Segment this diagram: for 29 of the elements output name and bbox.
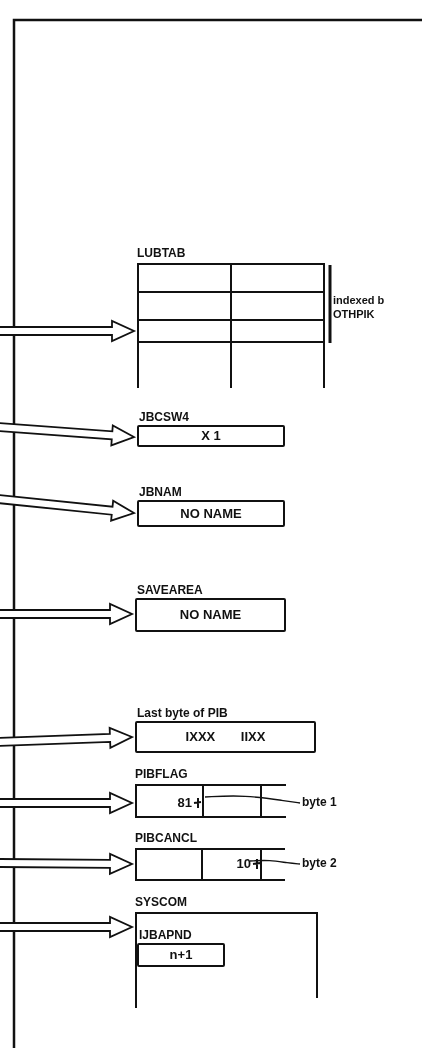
field-name: SAVEAREA bbox=[137, 583, 203, 597]
field-value: IXXX IIXX bbox=[184, 729, 267, 745]
leader-line bbox=[204, 795, 301, 804]
field-value: NO NAME bbox=[179, 505, 243, 522]
hollow-arrow bbox=[0, 494, 137, 522]
field-name: IJBAPND bbox=[139, 928, 192, 942]
index-note: indexed b OTHPIK bbox=[333, 293, 386, 321]
hollow-arrow bbox=[0, 915, 135, 939]
hollow-arrow bbox=[0, 602, 135, 626]
hollow-arrow bbox=[0, 319, 137, 343]
field-name: SYSCOM bbox=[135, 895, 187, 909]
field-name: JBCSW4 bbox=[139, 410, 189, 424]
field-name: Last byte of PIB bbox=[137, 706, 228, 720]
byte-label: byte 2 bbox=[302, 856, 337, 870]
hollow-arrow bbox=[0, 852, 135, 876]
field-name: JBNAM bbox=[139, 485, 182, 499]
hollow-arrow bbox=[0, 791, 135, 815]
field-name: PIBFLAG bbox=[135, 767, 188, 781]
field-value: 10 bbox=[236, 856, 251, 872]
field-name: PIBCANCL bbox=[135, 831, 197, 845]
hollow-arrow bbox=[0, 422, 137, 447]
hollow-arrow bbox=[0, 726, 135, 750]
field-value: n+1 bbox=[168, 947, 194, 963]
field-value: 81 bbox=[177, 795, 192, 811]
field-value: X 1 bbox=[200, 428, 222, 444]
field-value: NO NAME bbox=[178, 607, 243, 623]
byte-label: byte 1 bbox=[302, 795, 337, 809]
leader-line bbox=[249, 859, 301, 865]
field-name: LUBTAB bbox=[137, 246, 186, 260]
